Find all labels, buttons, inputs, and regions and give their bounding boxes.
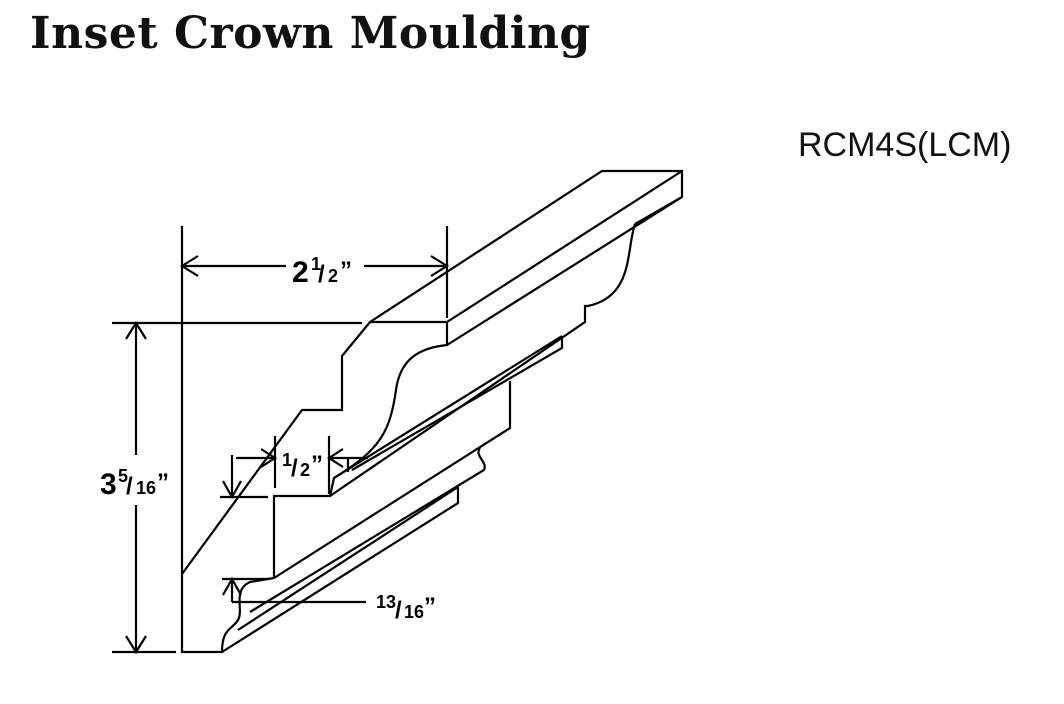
arrow-left-icon <box>179 255 199 277</box>
dimension-bottom: 13 / 16 ” <box>222 576 436 624</box>
dim-height-den: 16 <box>136 478 156 498</box>
dim-width-num: 1 <box>311 254 321 274</box>
cove-top <box>634 196 683 225</box>
arrow-right-icon <box>260 448 278 468</box>
dim-width-unit: ” <box>340 257 352 284</box>
arrow-up-icon <box>125 320 147 340</box>
bead-edge <box>249 447 486 613</box>
top-face-outline <box>369 169 684 346</box>
dim-height-slash: / <box>126 473 133 500</box>
arrow-right-icon <box>430 255 450 277</box>
base-edge <box>221 487 460 653</box>
arrow-left-icon <box>326 448 344 468</box>
dim-bottom-den: 16 <box>404 602 424 622</box>
dim-step-unit: ” <box>311 451 323 478</box>
dimension-height: 3 5 / 16 ” <box>100 320 362 655</box>
dim-step-den: 2 <box>300 460 310 480</box>
dimension-step: 1 / 2 ” <box>220 436 368 500</box>
dim-width-whole: 2 <box>292 256 309 289</box>
model-code: RCM4S(LCM) <box>798 126 1012 164</box>
dim-width-slash: / <box>318 261 325 288</box>
arrow-down-icon <box>125 635 147 655</box>
dim-height-unit: ” <box>157 469 169 496</box>
dim-width-den: 2 <box>328 266 338 286</box>
dim-bottom-unit: ” <box>424 593 436 620</box>
fillet-edge <box>351 336 564 471</box>
top-face-edge <box>446 170 683 323</box>
arrow-up-icon <box>222 576 242 596</box>
dim-step-slash: / <box>291 455 298 482</box>
dimension-width: 2 1 / 2 ” <box>179 226 450 574</box>
dim-step-num: 1 <box>282 450 292 470</box>
dim-bottom-slash: / <box>395 597 402 624</box>
page-title: Inset Crown Moulding <box>30 8 591 59</box>
step-edge <box>273 381 512 579</box>
base-edge-top <box>237 486 459 631</box>
fillet-edge-top <box>333 335 563 479</box>
dim-height-num: 5 <box>118 466 128 486</box>
dim-bottom-num: 13 <box>376 592 396 612</box>
cove-edge <box>329 223 637 497</box>
top-face <box>369 169 684 346</box>
dim-height-whole: 3 <box>100 468 117 501</box>
